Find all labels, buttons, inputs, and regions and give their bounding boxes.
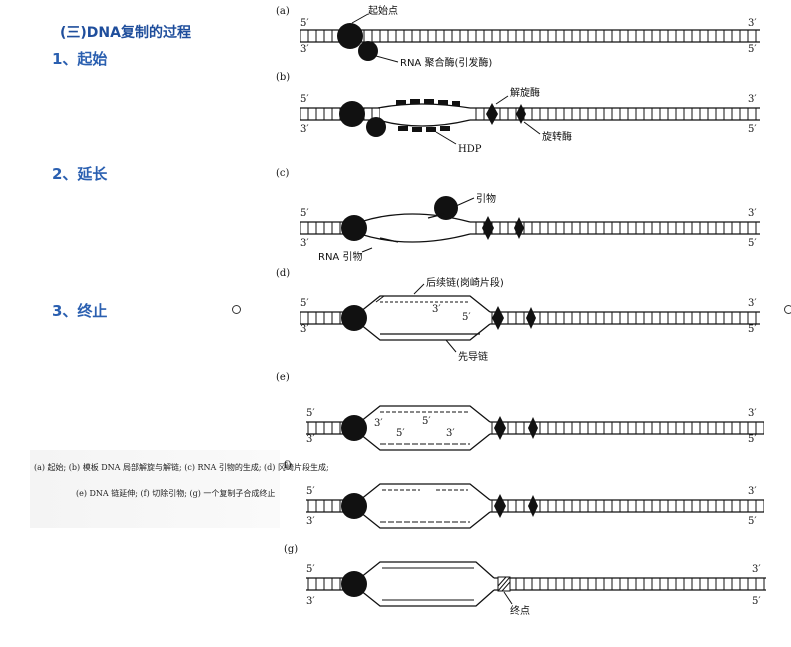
three-prime-end: 3′ — [300, 324, 309, 335]
five-prime-end: 5′ — [396, 428, 405, 439]
caption-line-2: (e) DNA 链延伸; (f) 切除引物; (g) 一个复制子合成终止 — [76, 489, 276, 498]
gyrase-shape — [516, 104, 526, 124]
panel-c-tag: (c) — [276, 168, 290, 179]
three-prime-end: 3′ — [748, 94, 757, 105]
panel-a-tag: (a) — [276, 6, 290, 17]
five-prime-end: 5′ — [748, 516, 757, 527]
panel-e-tag: (e) — [276, 372, 290, 383]
three-prime-end: 3′ — [306, 596, 315, 607]
three-prime-end: 3′ — [374, 418, 383, 429]
panel-f: f) 5′ 3′ 3′ 5′ — [284, 460, 764, 529]
rna-polymerase-label: RNA 聚合酶(引发酶) — [400, 56, 492, 69]
bullet-dot — [784, 305, 791, 314]
three-prime-end: 3′ — [306, 516, 315, 527]
panel-d-tag: (d) — [276, 268, 290, 279]
panel-g: (g) 5′ 3′ 3′ 5′ 终点 — [284, 544, 766, 617]
five-prime-end: 5′ — [748, 124, 757, 135]
primase-blob — [434, 196, 458, 220]
three-prime-end: 3′ — [432, 304, 441, 315]
caption-line-1: (a) 起始; (b) 模板 DNA 局部解旋与解链; (c) RNA 引物的生… — [34, 463, 329, 472]
helicase-shape — [492, 306, 504, 330]
five-prime-end: 5′ — [300, 94, 309, 105]
three-prime-end: 3′ — [748, 18, 757, 29]
origin-complex — [341, 305, 367, 331]
panel-b-tag: (b) — [276, 72, 290, 83]
five-prime-end: 5′ — [300, 18, 309, 29]
five-prime-end: 5′ — [306, 408, 315, 419]
helicase-label: 解旋酶 — [510, 86, 540, 99]
section-heading: (三)DNA复制的过程 — [60, 25, 191, 41]
helicase-shape — [494, 494, 506, 518]
five-prime-end: 5′ — [748, 324, 757, 335]
origin-complex — [341, 215, 367, 241]
five-prime-end: 5′ — [306, 564, 315, 575]
five-prime-end: 5′ — [752, 596, 761, 607]
rna-primer-label: RNA 引物 — [318, 250, 362, 263]
helicase-shape — [486, 103, 498, 125]
panel-f-tag: f) — [284, 460, 292, 471]
hdp-label: HDP — [458, 144, 482, 155]
bullet-dot — [232, 305, 241, 314]
primase-blob — [366, 117, 386, 137]
origin-complex — [341, 571, 367, 597]
step-initiation: 1、起始 — [52, 50, 108, 68]
gyrase-shape — [528, 495, 538, 517]
three-prime-end: 3′ — [748, 208, 757, 219]
three-prime-end: 3′ — [752, 564, 761, 575]
three-prime-end: 3′ — [300, 238, 309, 249]
three-prime-end: 3′ — [300, 124, 309, 135]
hdp-proteins — [396, 99, 460, 132]
three-prime-end: 3′ — [300, 44, 309, 55]
three-prime-end: 3′ — [306, 434, 315, 445]
five-prime-end: 5′ — [306, 486, 315, 497]
origin-complex — [339, 101, 365, 127]
primer-segment — [379, 237, 399, 243]
three-prime-end: 3′ — [748, 486, 757, 497]
figure-caption: (a) 起始; (b) 模板 DNA 局部解旋与解链; (c) RNA 引物的生… — [30, 450, 329, 528]
panel-c: (c) 5′ 3′ 3′ 5′ 引物 RNA 引物 — [276, 168, 760, 263]
primase-blob — [358, 41, 378, 61]
step-termination: 3、终止 — [52, 302, 108, 320]
terminus-label: 终点 — [510, 604, 530, 617]
start-point-label: 起始点 — [368, 4, 398, 17]
five-prime-end: 5′ — [748, 44, 757, 55]
lagging-strand-label: 后续链(岗崎片段) — [426, 276, 504, 289]
five-prime-end: 5′ — [422, 416, 431, 427]
three-prime-end: 3′ — [446, 428, 455, 439]
gyrase-shape — [526, 307, 536, 329]
gyrase-shape — [528, 417, 538, 439]
origin-complex — [341, 415, 367, 441]
primer-label: 引物 — [476, 192, 496, 205]
panel-d: (d) 5′ 3′ 3′ 5′ 3′ 5′ 后续链(岗崎片段) 先导链 — [276, 268, 760, 363]
helicase-shape — [482, 216, 494, 240]
three-prime-end: 3′ — [748, 298, 757, 309]
origin-complex — [341, 493, 367, 519]
five-prime-end: 5′ — [300, 298, 309, 309]
five-prime-end: 5′ — [748, 238, 757, 249]
origin-complex — [337, 23, 363, 49]
panel-g-tag: (g) — [284, 544, 298, 555]
step-elongation: 2、延长 — [52, 165, 108, 183]
five-prime-end: 5′ — [748, 434, 757, 445]
panel-b: (b) 5′ 3′ 3′ 5′ 解旋酶 HDP 旋转酶 — [276, 72, 760, 155]
helicase-shape — [494, 416, 506, 440]
five-prime-end: 5′ — [300, 208, 309, 219]
three-prime-end: 3′ — [748, 408, 757, 419]
gyrase-shape — [514, 217, 524, 239]
leading-strand-label: 先导链 — [458, 350, 488, 363]
panel-e: (e) 5′ 3′ 3′ 5′ 3′ 5′ 5′ 3′ — [276, 372, 764, 451]
gyrase-label: 旋转酶 — [542, 130, 572, 143]
five-prime-end: 5′ — [462, 312, 471, 323]
primer-segment — [427, 213, 445, 219]
panel-a: (a) 5′ 3′ 3′ 5′ 起始点 RNA 聚合酶(引发酶) — [276, 4, 760, 69]
